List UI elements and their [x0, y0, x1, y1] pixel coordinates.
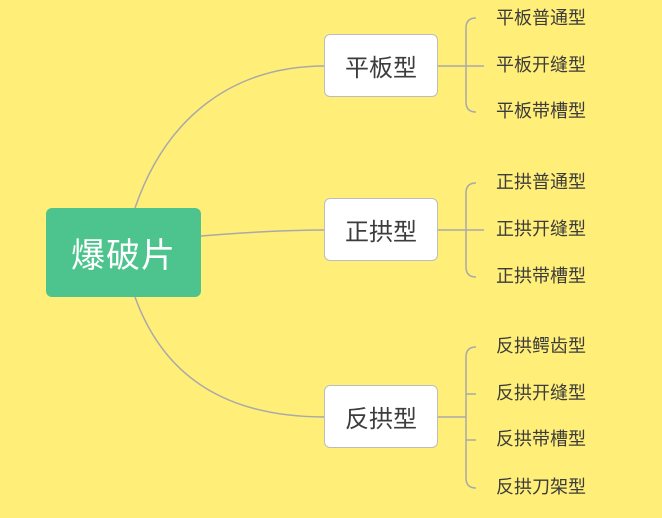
leaf-flat-slotted[interactable]: 平板开缝型: [496, 55, 586, 76]
connector-root-to-branch-2: [134, 296, 326, 418]
leaf-flat-ordinary[interactable]: 平板普通型: [496, 8, 586, 29]
leaf-forward-ordinary[interactable]: 正拱普通型: [496, 172, 586, 193]
connector-root-to-branch-1: [200, 229, 326, 237]
connector-branch-0-bracket: [465, 17, 477, 113]
leaf-forward-grooved[interactable]: 正拱带槽型: [496, 266, 586, 287]
branch-node-reverse-arch[interactable]: 反拱型: [324, 385, 438, 448]
leaf-reverse-grooved[interactable]: 反拱带槽型: [496, 429, 586, 450]
connector-root-to-branch-0: [134, 65, 326, 209]
leaf-flat-grooved[interactable]: 平板带槽型: [496, 101, 586, 122]
leaf-reverse-knife-holder[interactable]: 反拱刀架型: [496, 477, 586, 498]
leaf-reverse-slotted[interactable]: 反拱开缝型: [496, 383, 586, 404]
root-node[interactable]: 爆破片: [46, 208, 201, 297]
branch-node-forward-arch[interactable]: 正拱型: [324, 198, 438, 261]
branch-node-flat[interactable]: 平板型: [324, 34, 438, 97]
leaf-forward-slotted[interactable]: 正拱开缝型: [496, 219, 586, 240]
leaf-reverse-croc-tooth[interactable]: 反拱鳄齿型: [496, 336, 586, 357]
connector-branch-2-bracket: [465, 346, 477, 489]
